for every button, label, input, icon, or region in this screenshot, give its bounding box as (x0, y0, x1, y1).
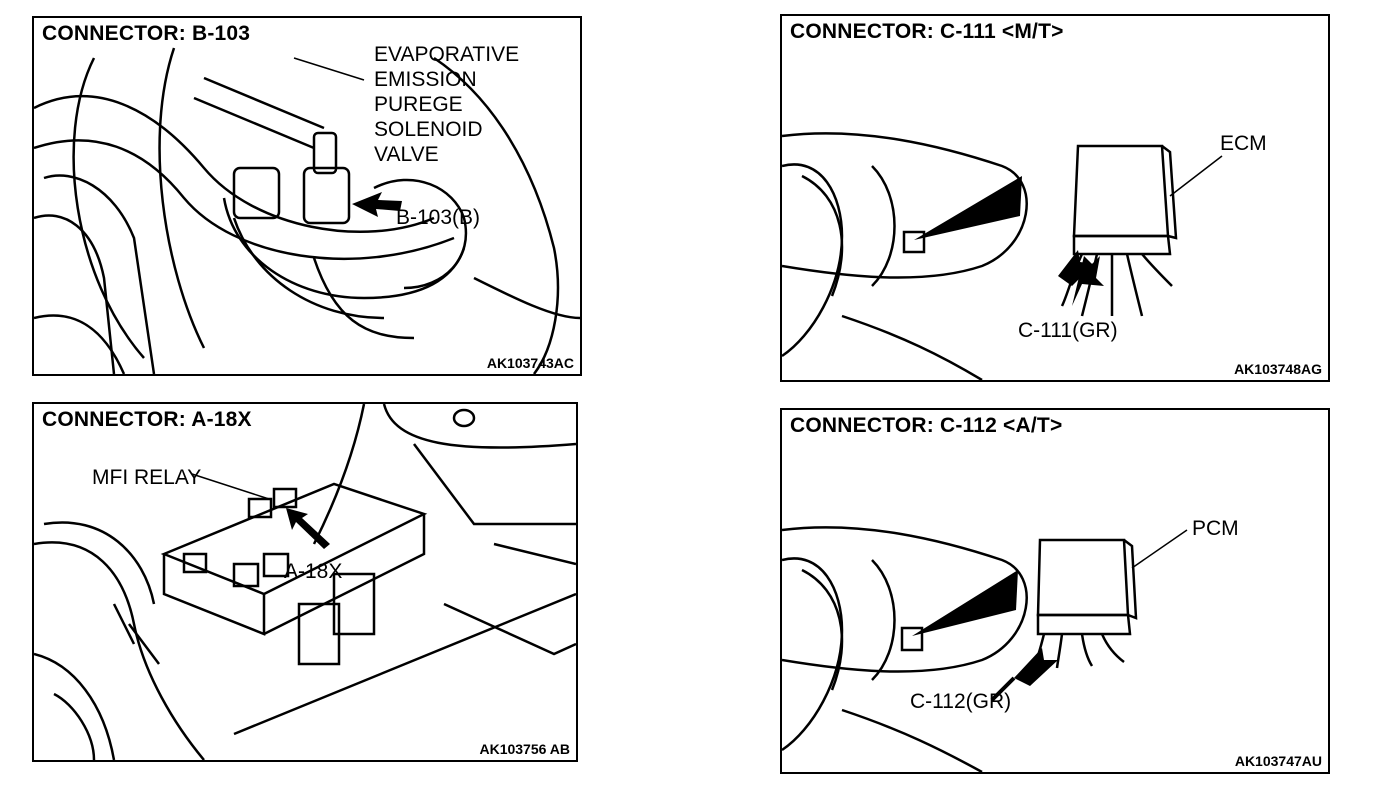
figure-code: AK103743AC (486, 355, 574, 371)
figure-code: AK103748AG (1234, 361, 1322, 377)
a18x-illustration (34, 404, 576, 760)
panel-connector-c111: CONNECTOR: C-111 <M/T> ECM C-111(GR) AK1… (780, 14, 1330, 382)
panel-title: CONNECTOR: B-103 (42, 22, 251, 45)
component-line: PUREGE (374, 93, 463, 116)
panel-title: CONNECTOR: A-18X (42, 408, 252, 431)
component-line: EVAPORATIVE (374, 43, 520, 66)
component-label: MFI RELAY (92, 466, 202, 489)
component-label: PCM (1192, 517, 1239, 540)
panel-title: CONNECTOR: C-112 <A/T> (790, 414, 1063, 437)
b103-illustration (34, 47, 580, 374)
connector-label: C-111(GR) (1018, 319, 1118, 342)
figure-code: AK103747AU (1234, 753, 1322, 769)
c111-illustration (782, 132, 1223, 380)
c112-illustration (782, 526, 1188, 772)
connector-label: A-18X (284, 560, 343, 583)
component-line: SOLENOID (374, 118, 483, 141)
component-label: ECM (1220, 132, 1267, 155)
component-label: EVAPORATIVE EMISSION PUREGE SOLENOID VAL… (374, 42, 519, 167)
panel-title: CONNECTOR: C-111 <M/T> (790, 20, 1064, 43)
component-line: EMISSION (374, 68, 477, 91)
connector-label: C-112(GR) (910, 690, 1012, 713)
panel-connector-b103: CONNECTOR: B-103 EVAPORATIVE EMISSION PU… (32, 16, 582, 376)
component-line: VALVE (374, 143, 439, 166)
connector-label: B-103(B) (396, 206, 481, 229)
figure-code: AK103756 AB (479, 741, 570, 757)
panel-connector-a18x: CONNECTOR: A-18X MFI RELAY A-18X AK10375… (32, 402, 578, 762)
panel-connector-c112: CONNECTOR: C-112 <A/T> PCM C-112(GR) AK1… (780, 408, 1330, 774)
